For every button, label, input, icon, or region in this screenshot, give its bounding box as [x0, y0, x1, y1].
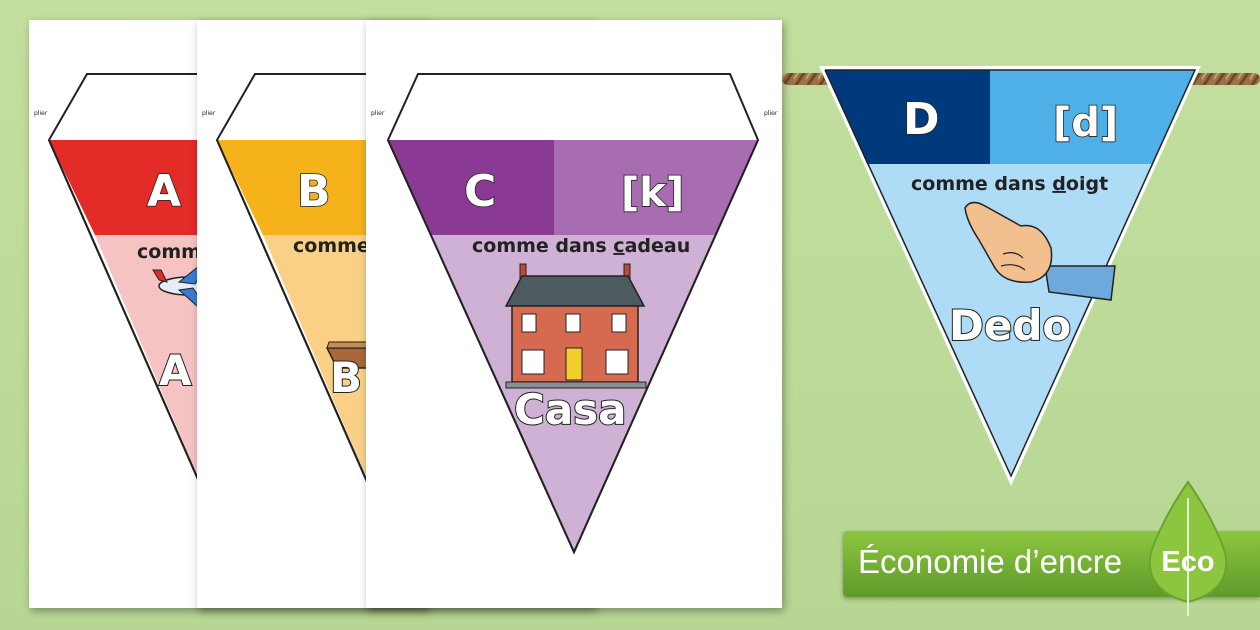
pennant-c-phoneme: [k]	[621, 170, 684, 216]
pennant-b-letter: B	[297, 166, 331, 217]
house-icon	[504, 263, 647, 389]
pennant-b-word: B	[330, 353, 362, 402]
eco-leaf-label: Eco	[1161, 546, 1215, 578]
pennant-c: C [k] comme dans cadeau Casa plier plier	[371, 73, 778, 555]
pennant-d-phoneme: [d]	[1053, 100, 1118, 146]
pennant-d: D [d] comme dans doigt Dedo	[819, 66, 1201, 486]
pennant-c-letter: C	[464, 166, 496, 217]
fold-label: plier	[202, 110, 216, 117]
fold-label: plier	[34, 110, 48, 117]
fold-label-right: plier	[764, 110, 778, 117]
pennant-a-letter: A	[147, 166, 181, 217]
pennant-a-caption: comme	[137, 241, 214, 263]
pennant-d-word: Dedo	[949, 301, 1071, 350]
pennant-d-caption: comme dans doigt	[911, 173, 1108, 195]
leaf-icon	[1148, 480, 1228, 616]
pennant-c-word: Casa	[514, 385, 627, 434]
fold-label: plier	[371, 110, 385, 117]
pennant-c-caption: comme dans cadeau	[472, 235, 690, 257]
pennant-d-letter: D	[903, 94, 940, 145]
eco-banner-text: Économie d’encre	[858, 543, 1123, 580]
pointing-hand-icon	[964, 201, 1116, 301]
pennant-b-caption: comme	[293, 235, 370, 257]
worksheet-page-c: C [k] comme dans cadeau Casa plier plier	[366, 20, 782, 608]
pennant-a-word: A	[159, 346, 192, 395]
